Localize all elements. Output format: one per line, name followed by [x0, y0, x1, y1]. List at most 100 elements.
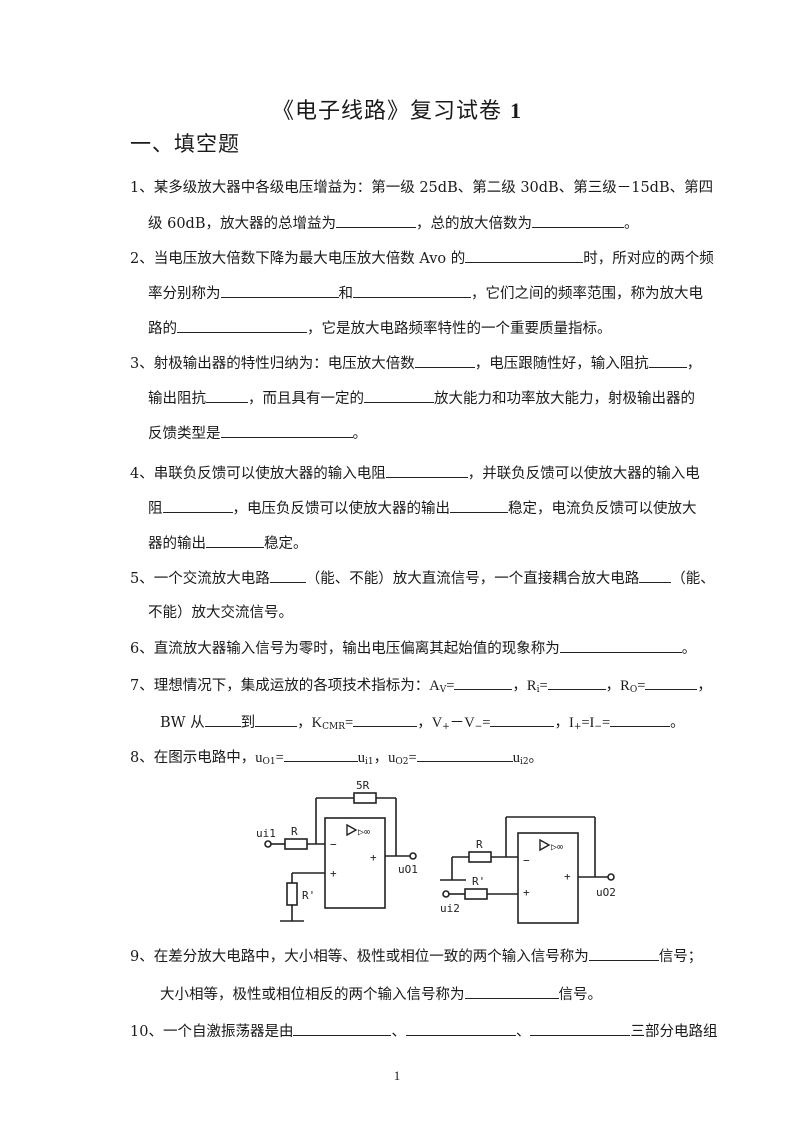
- answer-blank[interactable]: [255, 712, 298, 727]
- answer-blank[interactable]: [204, 712, 241, 727]
- answer-blank[interactable]: [353, 283, 471, 298]
- equals: =: [637, 678, 646, 694]
- answer-blank[interactable]: [364, 388, 434, 403]
- answer-blank[interactable]: [450, 498, 508, 513]
- answer-blank[interactable]: [220, 423, 353, 438]
- q2-line2: 率分别称为和，它们之间的频率范围，称为放大电: [148, 283, 703, 304]
- answer-blank[interactable]: [269, 568, 306, 583]
- page-title: 《电子线路》复习试卷 1: [0, 93, 794, 125]
- opamp-symbol: ▷∞: [358, 827, 370, 838]
- answer-blank[interactable]: [490, 712, 555, 727]
- q3-line1: 3、射极输出器的特性归纳为：电压放大倍数，电压跟随性好，输入阻抗，: [130, 353, 701, 374]
- equals: =: [408, 750, 417, 766]
- q1-line2: 级 60dB，放大器的总增益为，总的放大倍数为。: [148, 213, 639, 234]
- comma: ，: [417, 715, 432, 731]
- resistor-label: R: [476, 838, 483, 851]
- answer-blank[interactable]: [547, 675, 606, 690]
- answer-blank[interactable]: [454, 675, 513, 690]
- subscript: −: [474, 722, 483, 732]
- answer-blank[interactable]: [530, 1021, 631, 1036]
- q3-line2: 输出阻抗 ，而且具有一定的 放大能力和功率放大能力，射极输出器的: [148, 388, 695, 409]
- plus-label: +: [330, 867, 337, 880]
- subscript: +: [442, 722, 450, 732]
- answer-blank[interactable]: [220, 283, 339, 298]
- q9-line1: 9、在差分放大电路中，大小相等、极性或相位一致的两个输入信号称为信号；: [130, 946, 702, 967]
- text: 稳定。: [264, 536, 308, 552]
- answer-blank[interactable]: [416, 747, 513, 762]
- period: 。: [528, 750, 544, 766]
- answer-blank[interactable]: [464, 984, 559, 999]
- answer-blank[interactable]: [645, 675, 698, 690]
- answer-blank[interactable]: [465, 248, 584, 263]
- non-inverting-amplifier-circuit: ▷∞ R R' ui2 uO2 − + +: [440, 816, 616, 924]
- text: ，: [686, 356, 702, 372]
- answer-blank[interactable]: [639, 568, 672, 583]
- subscript: O: [629, 685, 638, 695]
- output-label: uO2: [596, 886, 616, 899]
- text: 10、一个自激振荡器是由: [130, 1024, 294, 1040]
- answer-blank[interactable]: [385, 463, 468, 478]
- answer-blank[interactable]: [283, 747, 358, 762]
- equals: =: [601, 715, 611, 731]
- page-number: 1: [393, 1068, 401, 1083]
- q7-line2: BW 从到，KCMR=，V+－V−=，I+=I−=。: [160, 712, 685, 737]
- text: V: [431, 715, 443, 731]
- subscript: i1: [365, 757, 374, 767]
- answer-blank[interactable]: [206, 388, 248, 403]
- text: 1、某多级放大器中各级电压增益为：第一级 25dB、第二级 30dB、第三级－1…: [130, 180, 714, 196]
- answer-blank[interactable]: [610, 712, 671, 727]
- text: （能、: [671, 571, 715, 587]
- subscript: CMR: [322, 722, 346, 732]
- output-label: uO1: [398, 863, 418, 876]
- comma: ，: [605, 678, 621, 694]
- period: 。: [670, 715, 685, 731]
- answer-blank[interactable]: [648, 353, 687, 368]
- answer-blank[interactable]: [162, 498, 233, 513]
- answer-blank[interactable]: [532, 213, 624, 228]
- text: 器的输出: [148, 536, 206, 552]
- answer-blank[interactable]: [559, 638, 682, 653]
- answer-blank[interactable]: [414, 353, 475, 368]
- answer-blank[interactable]: [405, 1021, 516, 1036]
- answer-blank[interactable]: [293, 1021, 392, 1036]
- text: 不能）放大交流信号。: [148, 605, 293, 621]
- text: 三部分电路组: [630, 1024, 718, 1040]
- q2-line3: 路的，它是放大电路频率特性的一个重要质量指标。: [148, 318, 612, 339]
- feedback-resistor-label: 5R: [356, 779, 370, 792]
- title-text: 《电子线路》复习试卷: [271, 99, 502, 124]
- text: 信号。: [558, 987, 603, 1003]
- answer-blank[interactable]: [206, 533, 264, 548]
- equals: =: [482, 715, 491, 731]
- text: ，而且具有一定的: [248, 391, 364, 407]
- text: 和: [338, 286, 354, 302]
- text: 时，所对应的两个频: [583, 251, 714, 267]
- opamp-box: [324, 817, 386, 909]
- minus-label: −: [330, 838, 337, 851]
- text: 输出阻抗: [148, 391, 206, 407]
- minus-label: −: [523, 854, 530, 867]
- text: u: [357, 750, 366, 766]
- subscript: i: [536, 685, 540, 695]
- text: ，它是放大电路频率特性的一个重要质量指标。: [307, 321, 612, 337]
- title-number: 1: [510, 98, 522, 123]
- answer-blank[interactable]: [353, 712, 418, 727]
- answer-blank[interactable]: [336, 213, 416, 228]
- text: 级 60dB，放大器的总增益为: [148, 216, 336, 232]
- subscript: +: [573, 722, 582, 732]
- opamp-box: [517, 832, 579, 924]
- equals: =: [539, 678, 548, 694]
- q5-line2: 不能）放大交流信号。: [148, 603, 293, 623]
- answer-blank[interactable]: [588, 946, 659, 961]
- answer-blank[interactable]: [177, 318, 307, 333]
- section-heading: 一、填空题: [130, 132, 240, 156]
- text: A: [429, 678, 440, 694]
- text: 2、当电压放大倍数下降为最大电压放大倍数 Avo 的: [130, 251, 466, 267]
- text: 7、理想情况下，集成运放的各项技术指标为：: [130, 678, 430, 694]
- text: 放大能力和功率放大能力，射极输出器的: [434, 391, 695, 407]
- text: ，它们之间的频率范围，称为放大电: [471, 286, 703, 302]
- subscript: V: [439, 685, 447, 695]
- q4-line1: 4、串联负反馈可以使放大器的输入电阻，并联负反馈可以使放大器的输入电: [130, 463, 700, 484]
- text: －V: [449, 715, 475, 731]
- q5-line1: 5、一个交流放大电路（能、不能）放大直流信号，一个直接耦合放大电路（能、: [130, 568, 715, 589]
